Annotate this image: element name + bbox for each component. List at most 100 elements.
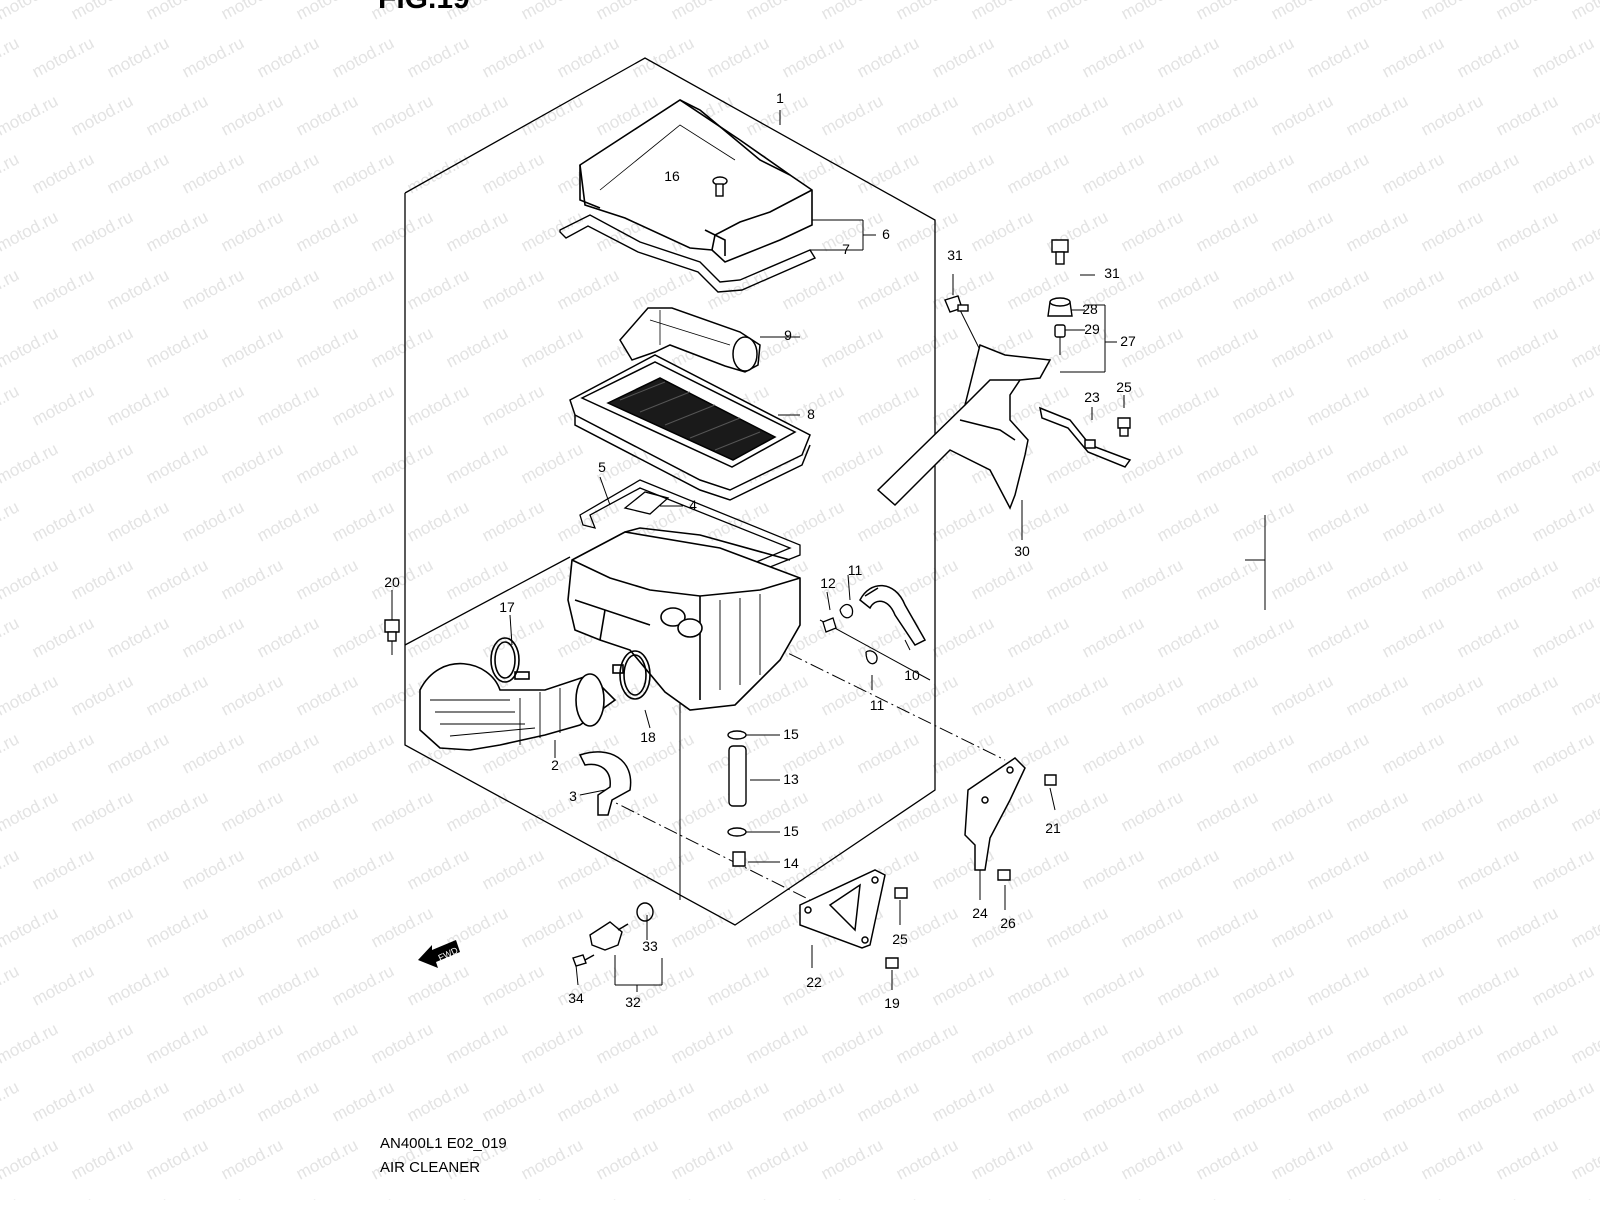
watermark-text: motod.ru <box>104 845 172 893</box>
bolt-31-left <box>944 295 969 313</box>
watermark-text: motod.ru <box>854 265 922 313</box>
watermark-text: motod.ru <box>743 0 811 24</box>
watermark-text: motod.ru <box>0 0 61 24</box>
watermark-text: motod.ru <box>818 323 886 371</box>
watermark-text: motod.ru <box>1193 1135 1261 1183</box>
watermark-text: motod.ru <box>929 613 997 661</box>
bracket-24 <box>964 757 1026 871</box>
watermark-text: motod.ru <box>179 33 247 81</box>
watermark-text: motod.ru <box>1379 961 1447 1009</box>
watermark-text: motod.ru <box>1154 149 1222 197</box>
watermark-text: motod.ru <box>293 439 361 487</box>
lower-case <box>567 527 801 711</box>
watermark-text: motod.ru <box>1193 91 1261 139</box>
watermark-text: motod.ru <box>254 497 322 545</box>
watermark-text: motod.ru <box>893 323 961 371</box>
watermark-text: motod.ru <box>0 91 61 139</box>
watermark-text: motod.ru <box>1229 1077 1297 1125</box>
callout-31: 31 <box>1104 265 1120 281</box>
bolt-26 <box>997 869 1011 881</box>
watermark-text: motod.ru <box>1418 903 1486 951</box>
watermark-text: motod.ru <box>179 381 247 429</box>
watermark-text: motod.ru <box>218 323 286 371</box>
watermark-text: motod.ru <box>254 381 322 429</box>
watermark-text: motod.ru <box>554 265 622 313</box>
watermark-text: motod.ru <box>1193 903 1261 951</box>
watermark-text: motod.ru <box>518 91 586 139</box>
callout-33: 33 <box>642 938 658 954</box>
screw-34 <box>572 954 595 967</box>
watermark-text: motod.ru <box>1118 207 1186 255</box>
watermark-text: motod.ru <box>104 1077 172 1125</box>
callout-25: 25 <box>892 931 908 947</box>
watermark-text: motod.ru <box>1004 149 1072 197</box>
watermark-text: motod.ru <box>254 729 322 777</box>
callout-28: 28 <box>1082 301 1098 317</box>
watermark-text: motod.ru <box>1004 497 1072 545</box>
watermark-text: motod.ru <box>1304 381 1372 429</box>
watermark-text: motod.ru <box>518 0 586 24</box>
watermark-text: motod.ru <box>1229 613 1297 661</box>
watermark-text: motod.ru <box>1568 1135 1600 1183</box>
watermark-text: motod.ru <box>254 149 322 197</box>
watermark-text: motod.ru <box>368 903 436 951</box>
watermark-text: motod.ru <box>293 1019 361 1067</box>
watermark-text: motod.ru <box>1343 323 1411 371</box>
watermark-text: motod.ru <box>1118 1019 1186 1067</box>
callout-14: 14 <box>783 855 799 871</box>
watermark-text: motod.ru <box>854 1077 922 1125</box>
watermark-text: motod.ru <box>0 961 22 1009</box>
callout-labels: 1234567891011111213141515161718192021222… <box>384 90 1136 1011</box>
watermark-text: motod.ru <box>0 903 61 951</box>
watermark-text: motod.ru <box>893 555 961 603</box>
callout-12: 12 <box>820 575 836 591</box>
watermark-text: motod.ru <box>404 149 472 197</box>
watermark-text: motod.ru <box>368 91 436 139</box>
watermark-text: motod.ru <box>593 0 661 24</box>
bolt-25-upper <box>1117 417 1131 437</box>
callout-11: 11 <box>870 697 885 713</box>
watermark-text: motod.ru <box>1043 1019 1111 1067</box>
watermark-text: motod.ru <box>1004 1193 1072 1200</box>
watermark-text: motod.ru <box>929 729 997 777</box>
watermark-text: motod.ru <box>479 381 547 429</box>
watermark-text: motod.ru <box>479 265 547 313</box>
watermark-text: motod.ru <box>1118 1135 1186 1183</box>
watermark-text: motod.ru <box>1379 845 1447 893</box>
clip-11-upper <box>839 603 854 619</box>
watermark-text: motod.ru <box>1229 265 1297 313</box>
bolt-21 <box>1044 774 1057 786</box>
seal-ring-4 <box>623 491 670 515</box>
watermark-text: motod.ru <box>1004 1077 1072 1125</box>
watermark-text: motod.ru <box>668 1019 736 1067</box>
watermark-text: motod.ru <box>893 1135 961 1183</box>
watermark-text: motod.ru <box>68 1019 136 1067</box>
watermark-text: motod.ru <box>779 265 847 313</box>
bolt-20 <box>384 619 400 642</box>
watermark-text: motod.ru <box>1043 1135 1111 1183</box>
callout-8: 8 <box>807 406 815 422</box>
watermark-text: motod.ru <box>143 903 211 951</box>
watermark-text: motod.ru <box>293 207 361 255</box>
watermark-text: motod.ru <box>1268 323 1336 371</box>
watermark-text: motod.ru <box>143 1135 211 1183</box>
watermark-text: motod.ru <box>143 0 211 24</box>
watermark-text: motod.ru <box>1493 0 1561 24</box>
watermark-text: motod.ru <box>254 845 322 893</box>
watermark-text: motod.ru <box>104 265 172 313</box>
watermark-text: motod.ru <box>1004 613 1072 661</box>
upper-case-cover <box>579 99 813 263</box>
fwd-arrow: FWD <box>418 940 460 968</box>
callout-1: 1 <box>776 90 784 106</box>
watermark-text: motod.ru <box>293 91 361 139</box>
plate-22 <box>799 869 886 949</box>
watermark-text: motod.ru <box>929 1193 997 1200</box>
watermark-text: motod.ru <box>1418 0 1486 24</box>
watermark-text: motod.ru <box>68 0 136 24</box>
watermark-text: motod.ru <box>179 729 247 777</box>
watermark-text: motod.ru <box>1268 1135 1336 1183</box>
watermark-text: motod.ru <box>479 1077 547 1125</box>
watermark-text: motod.ru <box>179 613 247 661</box>
watermark-text: motod.ru <box>593 1019 661 1067</box>
